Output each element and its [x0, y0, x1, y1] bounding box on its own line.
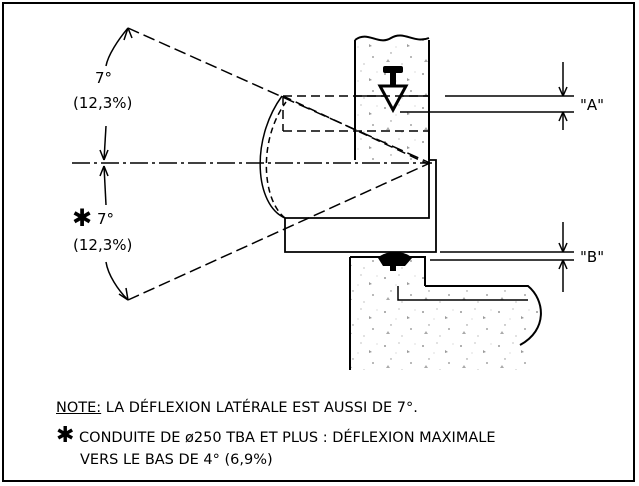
- lower-bell: [349, 256, 542, 373]
- upper-gasket: [377, 66, 409, 114]
- footnote-text-2: VERS LE BAS DE 4° (6,9%): [80, 452, 273, 468]
- angle-dimension-bottom: [99, 165, 129, 301]
- angle-top-percent: (12,3%): [73, 94, 132, 112]
- gap-b-label: "B": [580, 248, 604, 266]
- note-text: LA DÉFLEXION LATÉRALE EST AUSSI DE 7°.: [101, 400, 418, 416]
- angle-rays: [72, 27, 432, 301]
- footnote-text-1: CONDUITE DE ø250 TBA ET PLUS : DÉFLEXION…: [79, 430, 496, 446]
- gap-dimension-a: [400, 62, 574, 130]
- footnote-line-2: VERS LE BAS DE 4° (6,9%): [80, 450, 273, 470]
- asterisk-mark: ✱: [72, 204, 92, 232]
- footnote-line-1: ✱ CONDUITE DE ø250 TBA ET PLUS : DÉFLEXI…: [56, 423, 496, 448]
- angle-bottom-percent: (12,3%): [73, 236, 132, 254]
- gap-dimension-b: [430, 222, 574, 292]
- gap-a-label: "A": [580, 96, 604, 114]
- footnote-asterisk: ✱: [56, 423, 75, 448]
- bell-projection: [282, 95, 429, 165]
- note-line: NOTE: LA DÉFLEXION LATÉRALE EST AUSSI DE…: [56, 398, 418, 418]
- angle-dimension-top: [99, 27, 133, 161]
- note-prefix: NOTE:: [56, 400, 102, 416]
- angle-bottom-label: 7°: [97, 210, 114, 228]
- deflected-pipe: [259, 95, 437, 253]
- lower-gasket: [378, 252, 412, 271]
- angle-top-label: 7°: [95, 69, 112, 87]
